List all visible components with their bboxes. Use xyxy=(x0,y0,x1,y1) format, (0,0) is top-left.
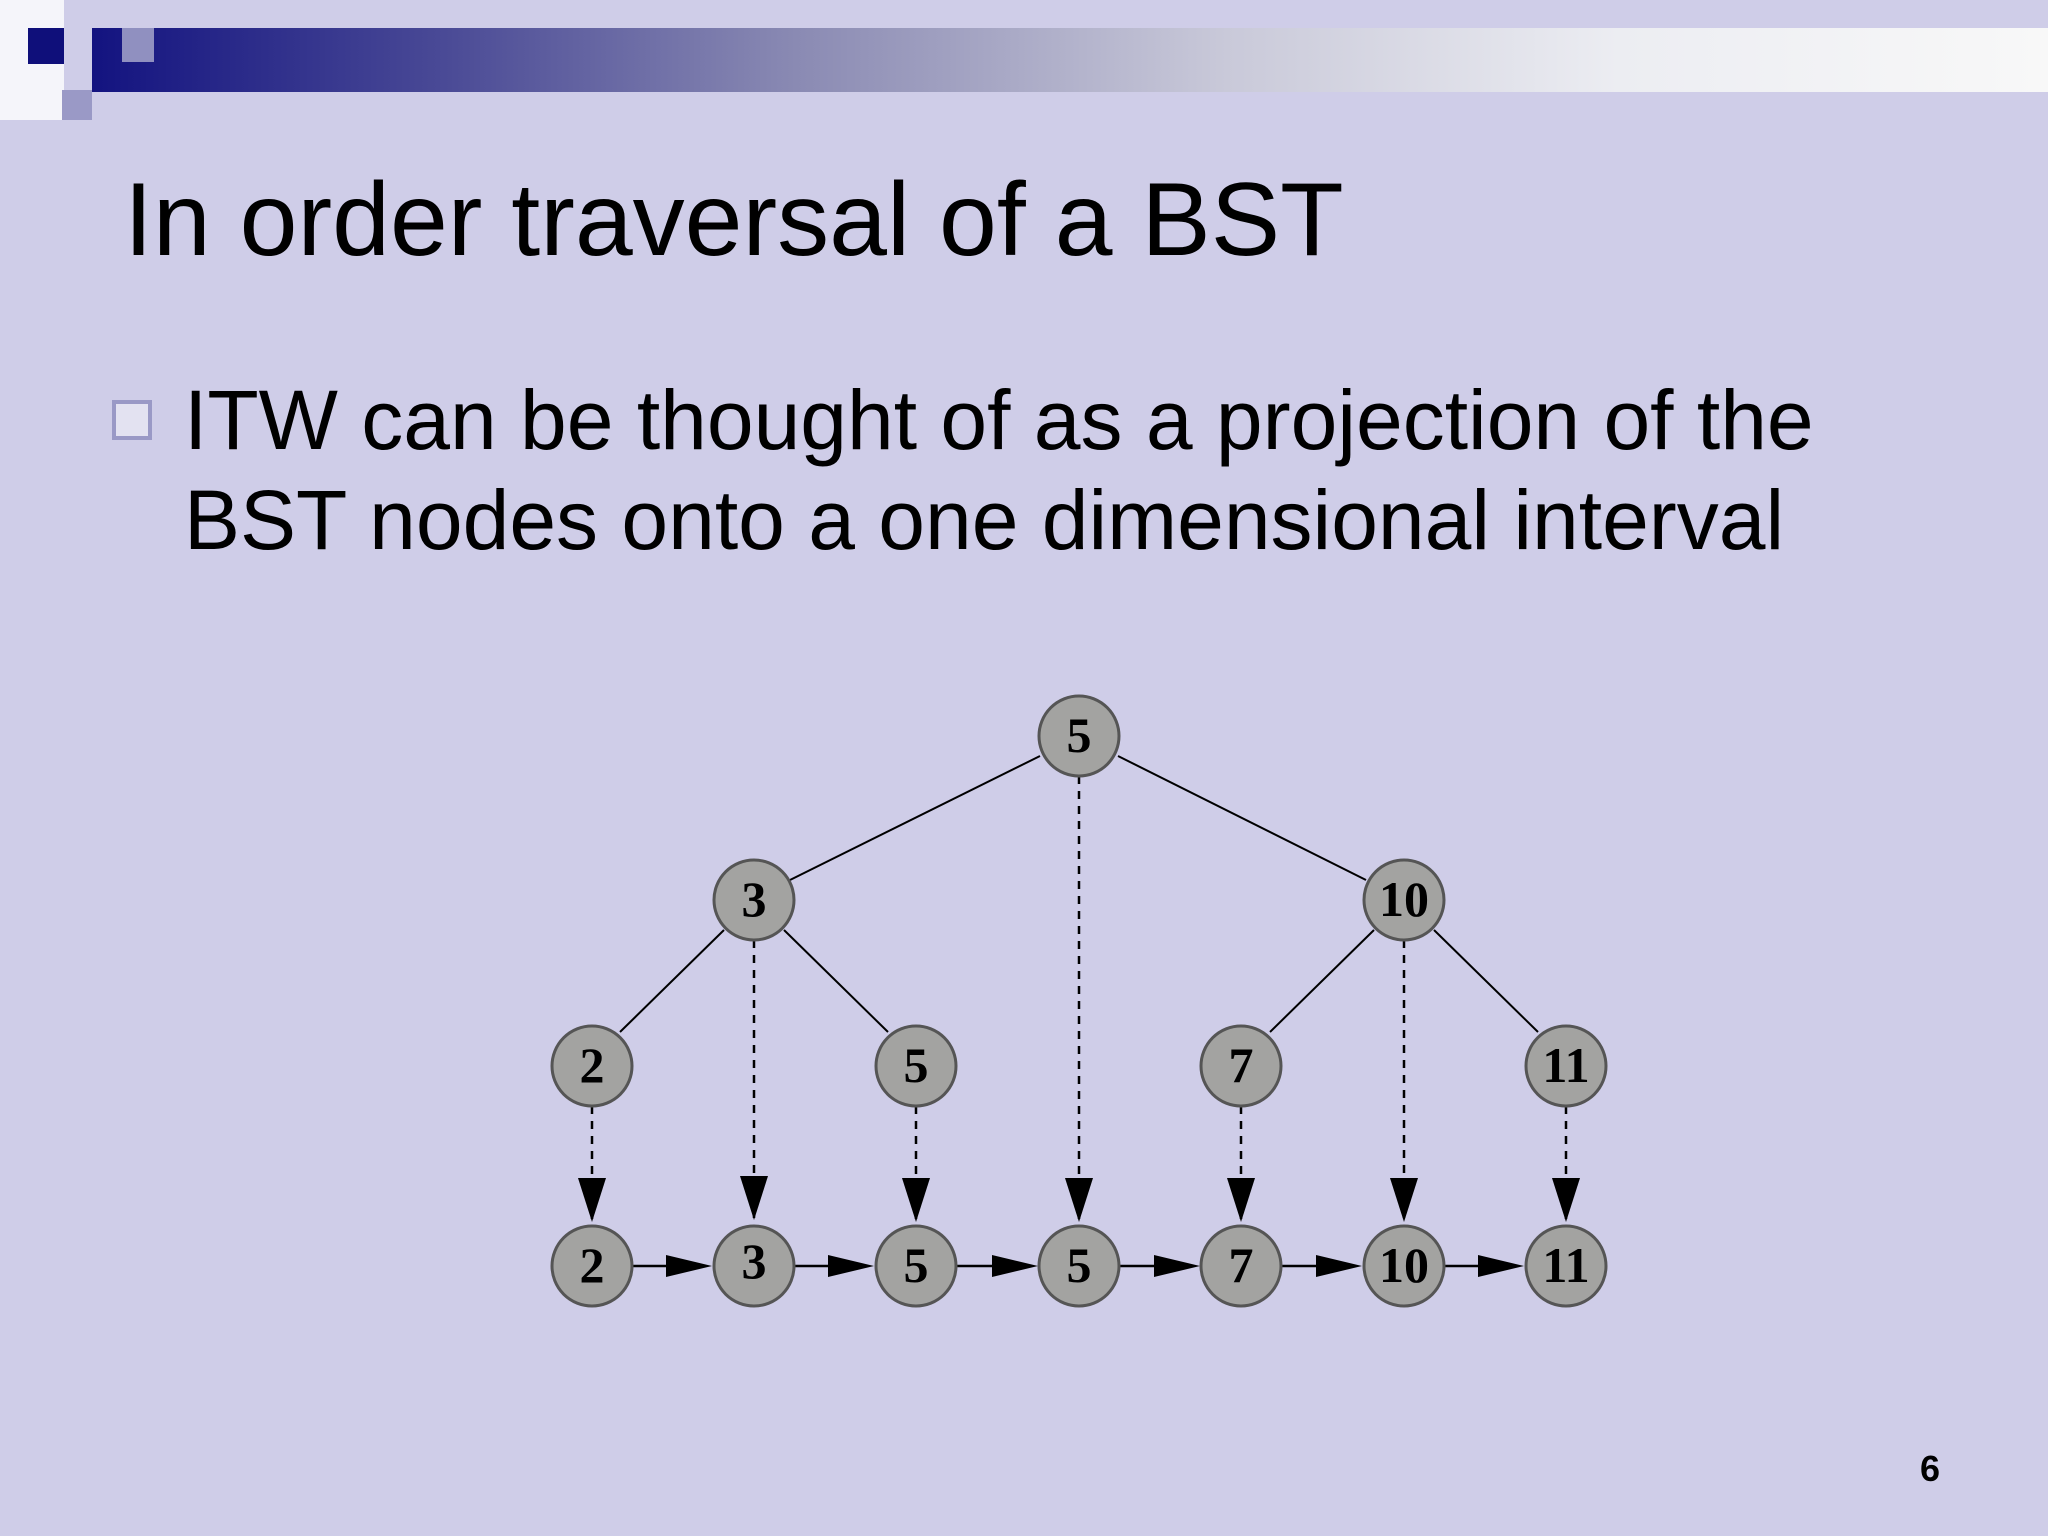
svg-text:5: 5 xyxy=(904,1237,929,1293)
projection-node: 11 xyxy=(1524,1224,1608,1308)
svg-text:11: 11 xyxy=(1542,1237,1589,1293)
projection-arrowhead-3 xyxy=(740,1176,768,1220)
tree-edge xyxy=(789,755,1041,881)
svg-text:5: 5 xyxy=(1067,1237,1092,1293)
projection-arrowhead-5b xyxy=(902,1178,930,1222)
bullet-square-icon xyxy=(112,400,152,440)
projection-node: 5 xyxy=(1037,1224,1121,1308)
tree-node: 2 xyxy=(550,1024,634,1108)
svg-text:11: 11 xyxy=(1542,1037,1589,1093)
tree-edge xyxy=(783,929,889,1033)
slide-number: 6 xyxy=(1919,1448,1940,1489)
sequence-arrowhead xyxy=(1154,1255,1200,1277)
svg-text:10: 10 xyxy=(1379,871,1429,927)
projection-node: 3 xyxy=(712,1224,796,1308)
svg-text:3: 3 xyxy=(742,871,767,927)
header-square-navy xyxy=(28,28,64,64)
svg-text:5: 5 xyxy=(1067,707,1092,763)
projection-arrowhead-11 xyxy=(1552,1178,1580,1222)
header-gradient-bar xyxy=(92,28,2048,92)
projection-arrowhead-5a xyxy=(1065,1178,1093,1222)
tree-edge xyxy=(619,929,725,1033)
slide-title: In order traversal of a BST xyxy=(124,162,1344,278)
sequence-arrowhead xyxy=(666,1255,712,1277)
projection-node: 5 xyxy=(874,1224,958,1308)
tree-node: 5 xyxy=(874,1024,958,1108)
svg-text:2: 2 xyxy=(580,1237,605,1293)
tree-node: 11 xyxy=(1524,1024,1608,1108)
svg-text:2: 2 xyxy=(580,1037,605,1093)
tree-edge xyxy=(1117,755,1367,881)
tree-node: 5 xyxy=(1037,694,1121,778)
projection-arrowhead-7 xyxy=(1227,1178,1255,1222)
tree-node: 3 xyxy=(712,858,796,942)
projection-arrowhead-10 xyxy=(1390,1178,1418,1222)
header-square-low xyxy=(62,90,92,120)
svg-text:7: 7 xyxy=(1229,1037,1254,1093)
projection-arrowhead-2 xyxy=(578,1178,606,1222)
projection-node: 10 xyxy=(1362,1224,1446,1308)
svg-text:7: 7 xyxy=(1229,1237,1254,1293)
svg-text:10: 10 xyxy=(1379,1237,1429,1293)
sequence-arrowhead xyxy=(828,1255,874,1277)
tree-edge xyxy=(1269,929,1375,1033)
sequence-arrowhead xyxy=(1316,1255,1362,1277)
bullet-text: ITW can be thought of as a projection of… xyxy=(184,373,1814,567)
header-square-mid xyxy=(122,28,154,62)
sequence-arrowhead xyxy=(1478,1255,1524,1277)
tree-node: 10 xyxy=(1362,858,1446,942)
tree-node: 7 xyxy=(1199,1024,1283,1108)
svg-text:5: 5 xyxy=(904,1037,929,1093)
sequence-arrowhead xyxy=(992,1255,1038,1277)
svg-text:3: 3 xyxy=(742,1233,767,1289)
tree-edge xyxy=(1433,929,1539,1033)
projection-node: 2 xyxy=(550,1224,634,1308)
projection-node: 7 xyxy=(1199,1224,1283,1308)
